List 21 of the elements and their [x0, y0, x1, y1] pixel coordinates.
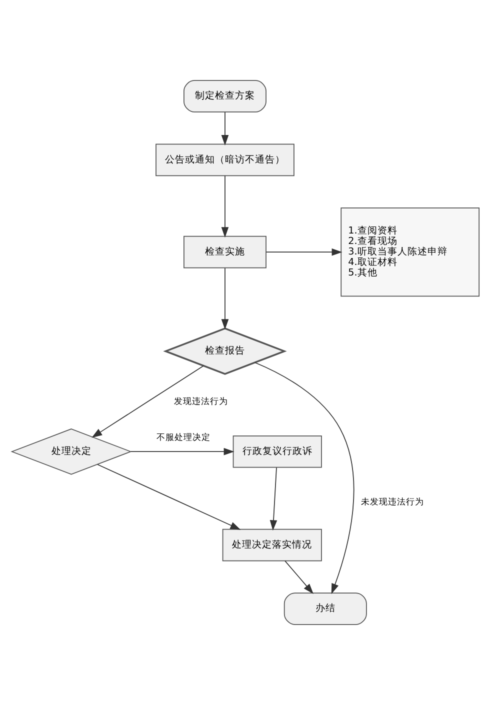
node-diamond: 检查报告	[163, 328, 287, 375]
arrow	[284, 560, 314, 594]
node-box: 行政复议行政诉	[232, 435, 322, 468]
arrow	[221, 175, 229, 238]
edge-label: 未发现违法行为	[360, 497, 424, 508]
arrow	[266, 248, 342, 256]
node-box: 检查实施	[184, 236, 266, 268]
node-box: 处理决定落实情况	[222, 528, 322, 562]
arrow	[254, 362, 354, 594]
node-box: 制定检查方案	[184, 80, 266, 112]
arrow	[130, 448, 234, 456]
arrow	[97, 464, 241, 530]
arrow	[221, 268, 229, 330]
arrow	[92, 365, 204, 438]
edge-label: 不服处理决定	[156, 432, 211, 443]
node-box: 办结	[284, 592, 367, 625]
arrow	[221, 112, 229, 146]
node-box: 公告或通知（暗访不通告）	[156, 144, 294, 176]
edge-label: 发现违法行为	[174, 397, 228, 408]
arrow	[270, 467, 278, 531]
node-box: 1.查阅资料 2.查看现场 3.听取当事人陈述申辩 4.取证材料 5.其他	[340, 208, 480, 297]
